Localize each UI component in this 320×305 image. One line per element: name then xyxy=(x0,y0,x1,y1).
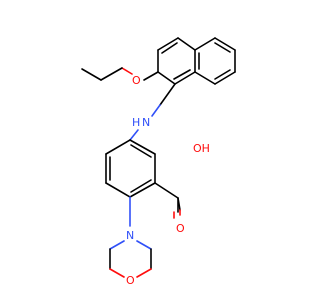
double-bond-inner xyxy=(214,42,231,53)
bond xyxy=(136,268,152,278)
morpholine-oxygen-label: O xyxy=(126,274,135,287)
bond-ch2-ch3 xyxy=(100,67,123,81)
benzoic-acid-ring xyxy=(105,139,156,198)
amine-nh: H N xyxy=(132,116,150,129)
amine-nitrogen-label: N xyxy=(142,116,150,129)
bond-ch2-n xyxy=(151,104,161,117)
bond xyxy=(174,71,196,85)
bond xyxy=(157,37,179,51)
acid-oh-label: OH xyxy=(193,142,210,155)
bond xyxy=(105,182,131,198)
naphthalene-ring-a xyxy=(157,37,196,85)
double-bond-inner xyxy=(130,179,152,193)
carboxylic-acid: OH O xyxy=(154,142,210,235)
double-bond-inner xyxy=(173,69,191,80)
bond-n-ring xyxy=(129,129,139,141)
bond xyxy=(194,37,216,51)
acid-carbonyl-oxygen-label: O xyxy=(176,222,185,235)
bond xyxy=(136,240,152,250)
double-bond-inner xyxy=(161,42,178,54)
morpholine-ring: N O xyxy=(109,196,152,287)
bond xyxy=(109,268,125,278)
methylene-linker xyxy=(151,83,176,117)
bond xyxy=(129,139,156,155)
bond-o-ch2 xyxy=(121,67,133,75)
bond-ring-ch2 xyxy=(159,83,176,106)
molecule-drawing: O H N OH O N xyxy=(81,37,236,287)
morpholine-nitrogen-label: N xyxy=(126,229,134,242)
naphthalene-ring-b xyxy=(194,37,236,85)
amine-hydrogen-label: H xyxy=(132,116,140,129)
bond xyxy=(214,37,236,51)
ethoxy-group: O xyxy=(81,67,159,87)
bond-ch3 xyxy=(81,68,102,81)
bond xyxy=(129,182,156,198)
bond xyxy=(109,240,125,250)
bond-ring-c xyxy=(154,182,179,199)
ether-oxygen-label: O xyxy=(132,74,141,87)
bond xyxy=(105,139,131,155)
bond-c-o xyxy=(143,71,159,81)
bond xyxy=(177,37,196,51)
bond xyxy=(194,71,216,85)
structure-diagram: O H N OH O N xyxy=(81,37,236,287)
double-bond-inner xyxy=(214,69,231,80)
double-bond-inner xyxy=(130,144,152,158)
bond xyxy=(157,71,176,85)
bond xyxy=(214,71,236,85)
